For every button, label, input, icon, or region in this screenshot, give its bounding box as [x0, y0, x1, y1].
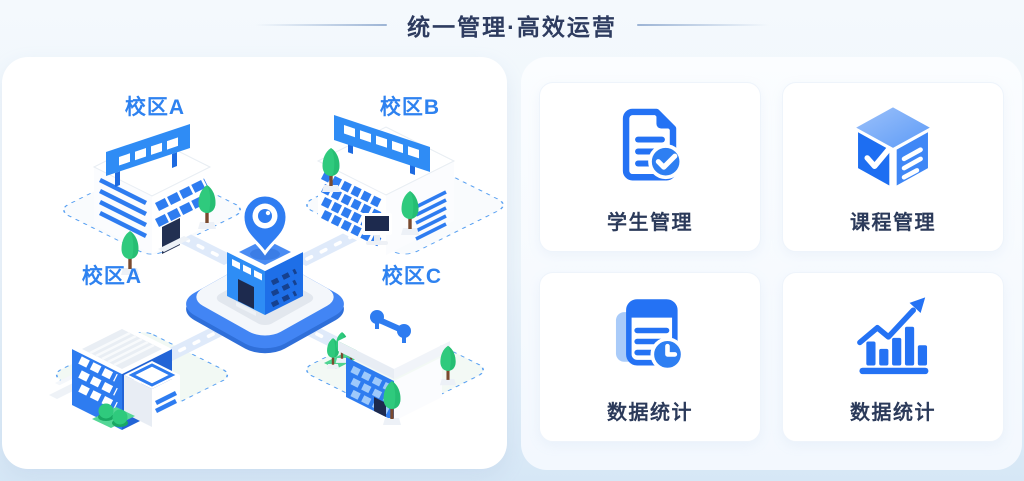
- feature-card-course-management[interactable]: 课程管理: [782, 82, 1004, 252]
- bushes: [92, 403, 135, 428]
- billboard: [334, 115, 430, 175]
- feature-card-data-statistics-report[interactable]: 数据统计: [539, 272, 761, 442]
- course-cube-icon: [847, 100, 939, 192]
- section-header: 统一管理·高效运营: [0, 0, 1024, 50]
- campus-label-bottom-right: 校区C: [381, 265, 443, 288]
- location-pin-icon: [241, 193, 289, 260]
- billboard: [106, 124, 190, 187]
- features-panel: 学生管理 课程管理: [521, 57, 1022, 470]
- feature-card-label: 学生管理: [607, 211, 693, 234]
- bar-chart-icon: [847, 290, 939, 382]
- network-nodes-icon: [370, 310, 411, 343]
- computer-monitor: [362, 213, 392, 245]
- feature-card-label: 数据统计: [850, 401, 936, 424]
- campus-label-bottom-left: 校区A: [81, 265, 143, 288]
- feature-card-data-statistics-chart[interactable]: 数据统计: [782, 272, 1004, 442]
- campus-building-top-right: [316, 115, 456, 255]
- feature-card-label: 课程管理: [850, 211, 936, 234]
- document-check-icon: [604, 100, 696, 192]
- campus-label-top-left: 校区A: [124, 96, 186, 119]
- campus-building-bottom-right: [324, 310, 457, 425]
- feature-card-label: 数据统计: [607, 401, 693, 424]
- feature-card-student-management[interactable]: 学生管理: [539, 82, 761, 252]
- campus-building-bottom-left: [49, 324, 180, 430]
- annex-building: [124, 361, 180, 427]
- report-clock-icon: [604, 290, 696, 382]
- campus-building-top-left: [92, 124, 216, 275]
- campus-map-illustration: [49, 115, 504, 430]
- header-line-right: [636, 24, 769, 26]
- campus-map-panel: 校区A 校区B 校区A 校区C: [2, 57, 507, 469]
- header-line-left: [255, 24, 388, 26]
- page-title: 统一管理·高效运营: [407, 14, 617, 40]
- campus-label-top-right: 校区B: [379, 96, 441, 119]
